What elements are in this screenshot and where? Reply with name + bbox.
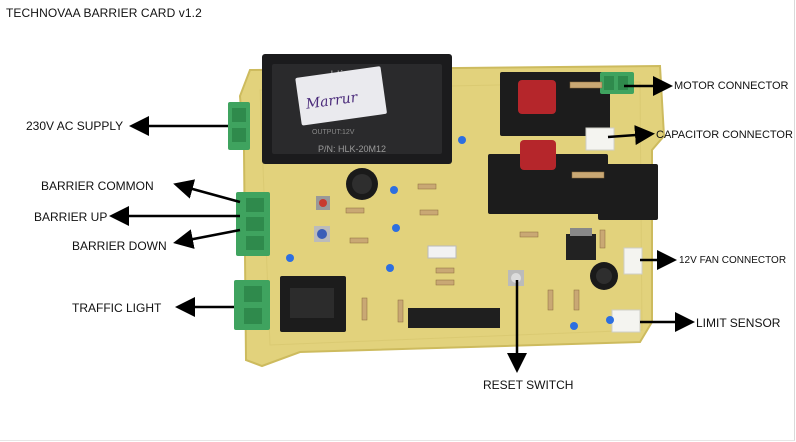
arrow-barrier-common: [173, 179, 241, 204]
arrow-barrier-down: [173, 228, 241, 249]
module-pn: P/N: HLK-20M12: [318, 144, 386, 154]
traffic-light-terminal: [234, 280, 270, 330]
microcontroller-ic: [408, 308, 500, 328]
label-barrier-up: BARRIER UP: [34, 210, 108, 224]
power-module: Hi-Link OUTPUT:12V P/N: HLK-20M12 Marrur: [262, 54, 452, 164]
voltage-regulator: [566, 228, 596, 260]
label-fan-connector: 12V FAN CONNECTOR: [679, 255, 787, 266]
fan-connector-block: [623, 247, 643, 275]
capacitor-connector-block: [585, 127, 615, 151]
film-capacitors: [518, 80, 556, 170]
label-motor-connector: MOTOR CONNECTOR: [674, 80, 789, 92]
motor-connector-block: [600, 72, 634, 94]
diagram-title: TECHNOVAA BARRIER CARD v1.2: [6, 6, 202, 20]
sticker-text: Marrur: [304, 90, 360, 113]
label-barrier-down: BARRIER DOWN: [72, 239, 167, 253]
passive-components: [345, 81, 606, 323]
leds: [286, 136, 614, 330]
label-ac-supply: 230V AC SUPPLY: [26, 119, 124, 133]
ac-supply-terminal: [228, 102, 250, 150]
label-traffic-light: TRAFFIC LIGHT: [72, 301, 162, 315]
label-capacitor-connector: CAPACITOR CONNECTOR: [656, 129, 793, 141]
tact-switches: [314, 196, 524, 286]
barrier-terminal: [236, 192, 270, 256]
limit-sensor-block: [611, 309, 641, 333]
label-barrier-common: BARRIER COMMON: [41, 179, 154, 193]
electrolytic-capacitors: [346, 168, 618, 290]
label-reset-switch: RESET SWITCH: [483, 378, 574, 392]
arrow-capacitor-connector: [607, 125, 655, 146]
white-component: [427, 245, 457, 259]
module-output: OUTPUT:12V: [312, 129, 355, 136]
callout-arrows: [109, 76, 695, 373]
handwritten-sticker: Marrur: [295, 66, 387, 126]
label-limit-sensor: LIMIT SENSOR: [696, 316, 781, 330]
